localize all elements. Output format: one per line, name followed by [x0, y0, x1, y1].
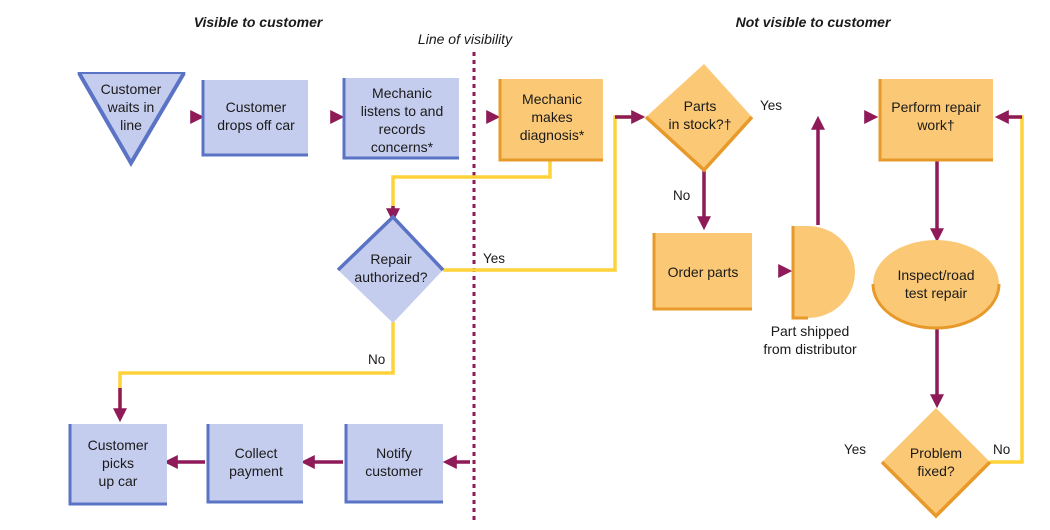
node-parts-in-stock-shade [644, 115, 754, 173]
node-listens-line3: records [379, 121, 426, 137]
node-inspect [873, 240, 999, 328]
node-perform-repair-shade [878, 79, 993, 162]
node-order-parts [654, 233, 752, 309]
node-customer-waits-line2: waits in [107, 99, 155, 115]
node-notify [346, 424, 443, 502]
node-problem-fixed-line1: Problem [910, 445, 962, 461]
node-diagnosis-shade [498, 79, 603, 162]
edge-authorized-no [118, 322, 395, 416]
node-drops-off-shade [201, 80, 308, 157]
label-part-shipped-line2: from distributor [763, 341, 857, 357]
node-listens-line1: Mechanic [372, 85, 432, 101]
node-drops-off-line1: Customer [226, 99, 287, 115]
header-line-of-visibility: Line of visibility [418, 31, 513, 47]
header-visible: Visible to customer [194, 14, 324, 30]
node-picks-up [70, 424, 167, 504]
node-customer-waits-line3: line [120, 117, 142, 133]
node-perform-repair-line2: work† [916, 117, 954, 133]
node-parts-in-stock-line2: in stock?† [668, 116, 731, 132]
node-problem-fixed-shade [880, 460, 992, 519]
node-customer-waits-line1: Customer [101, 81, 162, 97]
node-problem-fixed-line2: fixed? [917, 463, 955, 479]
node-collect-payment [208, 424, 303, 502]
node-inspect-line1: Inspect/road [897, 267, 974, 283]
node-notify-shade [344, 424, 443, 504]
node-customer-waits-shade [77, 71, 186, 167]
label-fixed-yes: Yes [844, 442, 866, 457]
node-listens-line4: concerns* [371, 139, 434, 155]
header-not-visible: Not visible to customer [736, 14, 892, 30]
label-fixed-no: No [993, 442, 1010, 457]
node-listens-line2: listens to and [361, 103, 444, 119]
node-order-parts-line1: Order parts [668, 264, 739, 280]
node-perform-repair [880, 79, 993, 160]
node-part-shipped-shade [791, 226, 808, 320]
node-perform-repair-line1: Perform repair [891, 99, 981, 115]
node-diagnosis-line1: Mechanic [522, 91, 582, 107]
node-listens-shade [342, 78, 459, 160]
node-picks-up-line2: picks [102, 455, 134, 471]
label-stock-no: No [673, 188, 690, 203]
label-authorized-no: No [368, 352, 385, 367]
label-stock-yes: Yes [760, 98, 782, 113]
node-problem-fixed [882, 408, 990, 516]
node-repair-authorized-line1: Repair [370, 251, 412, 267]
node-drops-off-line2: drops off car [217, 117, 295, 133]
node-notify-line1: Notify [376, 445, 412, 461]
node-parts-in-stock-line1: Parts [684, 98, 717, 114]
node-repair-authorized-shade [336, 214, 445, 272]
edge-diagnosis-to-authorized [391, 160, 552, 216]
node-inspect-shade [871, 283, 1001, 330]
node-part-shipped [793, 226, 855, 318]
node-repair-authorized-line2: authorized? [354, 269, 427, 285]
label-authorized-yes: Yes [483, 251, 505, 266]
node-diagnosis-line2: makes [531, 109, 572, 125]
node-order-parts-shade [652, 233, 752, 311]
label-part-shipped-line1: Part shipped [771, 323, 850, 339]
connectors [113, 110, 1024, 469]
node-collect-payment-line1: Collect [235, 445, 278, 461]
node-picks-up-line3: up car [99, 473, 138, 489]
node-inspect-line2: test repair [905, 285, 968, 301]
node-drops-off [203, 80, 308, 155]
node-diagnosis-line3: diagnosis* [520, 127, 585, 143]
node-notify-line2: customer [365, 463, 423, 479]
node-collect-payment-shade [206, 424, 303, 504]
node-parts-in-stock [646, 64, 752, 170]
node-picks-up-shade [68, 424, 167, 506]
node-listens [344, 78, 459, 158]
node-diagnosis [500, 79, 603, 160]
node-collect-payment-line2: payment [229, 463, 283, 479]
node-picks-up-line1: Customer [88, 437, 149, 453]
